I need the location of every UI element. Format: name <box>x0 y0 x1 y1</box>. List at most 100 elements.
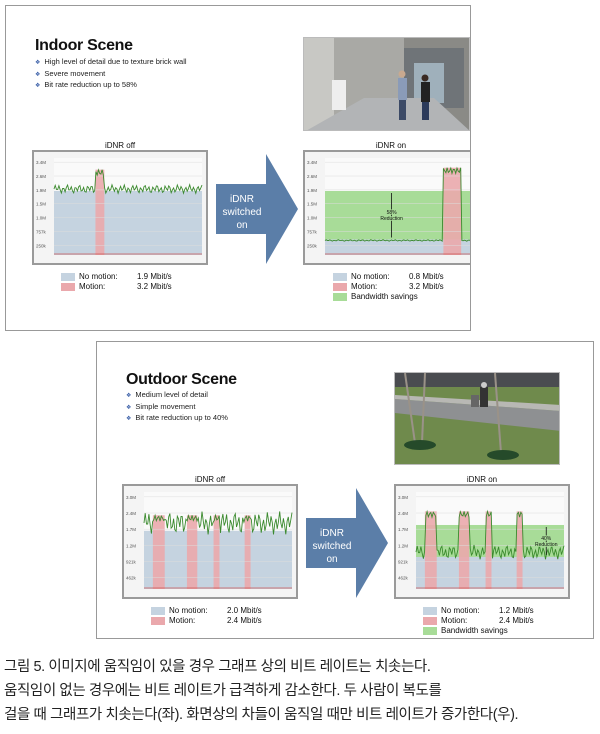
y-tick-label: 462k <box>126 576 137 581</box>
legend-item: Motion:2.4 Mbit/s <box>151 616 262 626</box>
y-tick-label: 1.0M <box>36 216 46 221</box>
y-tick-label: 3.4M <box>36 160 46 165</box>
arrow-text-3: on <box>236 220 248 231</box>
legend-swatch <box>423 617 437 625</box>
arrow-text-2: switched <box>222 207 262 218</box>
chart-title: iDNR off <box>104 141 136 150</box>
chart-title: iDNR on <box>466 475 498 484</box>
reduction-label: 40% <box>541 536 552 542</box>
bullet: Simple movement <box>126 402 228 414</box>
arrow-text-1: iDNR <box>320 528 344 539</box>
y-tick-label: 2.6M <box>307 174 317 179</box>
y-tick-label: 250k <box>36 243 47 248</box>
idnr-switched-on-arrow: iDNR switched on <box>306 488 388 603</box>
legend-item: No motion: 1.9 Mbit/s <box>61 272 172 282</box>
legend-value: 3.2 Mbit/s <box>409 282 444 291</box>
legend-key: Motion: <box>79 282 106 291</box>
arrow-text-2: switched <box>312 541 352 552</box>
legend-item: No motion: 0.8 Mbit/s <box>333 272 444 282</box>
bullet: High level of detail due to texture bric… <box>35 57 186 69</box>
y-tick-label: 1.5M <box>36 202 46 207</box>
motion-interval <box>458 511 470 589</box>
reduction-label: 58% <box>387 210 398 216</box>
bullet: Bit rate reduction up to 40% <box>126 413 228 425</box>
legend-key: Bandwidth savings <box>351 292 418 301</box>
y-tick-label: 921k <box>126 560 137 565</box>
y-tick-label: 3.0M <box>398 495 408 500</box>
legend-key: No motion: <box>441 606 480 615</box>
chart-title: iDNR on <box>375 141 407 150</box>
legend-value: 1.2 Mbit/s <box>499 606 534 615</box>
y-tick-label: 1.9M <box>36 188 46 193</box>
motion-interval <box>213 515 220 589</box>
caption-line: 그림 5. 이미지에 움직임이 있을 경우 그래프 상의 비트 레이트는 치솟는… <box>4 659 431 675</box>
legend-swatch <box>151 617 165 625</box>
y-tick-label: 462k <box>398 576 409 581</box>
y-tick-label: 1.2M <box>398 543 408 548</box>
chart-title: iDNR off <box>194 475 226 484</box>
slide-title: Indoor Scene <box>35 37 133 54</box>
bitrate-line <box>324 166 470 242</box>
legend-item: Motion: 3.2 Mbit/s <box>61 282 172 292</box>
legend-key: Motion: <box>441 616 468 625</box>
y-tick-label: 1.0M <box>307 216 317 221</box>
legend-value: 2.0 Mbit/s <box>227 606 262 615</box>
reduction-label: Reduction <box>380 216 403 222</box>
legend-swatch <box>333 293 347 301</box>
legend-item: Motion: 3.2 Mbit/s <box>333 282 444 292</box>
bullet: Bit rate reduction up to 58% <box>35 80 187 92</box>
motion-interval <box>152 515 165 589</box>
y-tick-label: 2.4M <box>126 511 136 516</box>
legend-value: 3.2 Mbit/s <box>137 282 172 291</box>
y-tick-label: 757k <box>36 229 47 234</box>
outdoor-scene-slide: Outdoor Scene Medium level of detail Sim… <box>96 341 594 639</box>
idnr-switched-on-arrow: iDNR switched on <box>216 154 298 269</box>
legend-key: Bandwidth savings <box>441 626 508 635</box>
figure-caption: 그림 5. 이미지에 움직임이 있을 경우 그래프 상의 비트 레이트는 치솟는… <box>4 655 600 727</box>
legend-swatch <box>61 283 75 291</box>
arrow-text-1: iDNR <box>230 194 254 205</box>
motion-interval <box>244 515 251 589</box>
y-tick-label: 921k <box>398 560 409 565</box>
legend-key: No motion: <box>169 606 208 615</box>
bitrate-line <box>53 168 203 195</box>
legend-value: 0.8 Mbit/s <box>409 272 444 281</box>
caption-line: 움직임이 없는 경우에는 비트 레이트가 급격하게 감소한다. 두 사람이 복도… <box>4 683 442 699</box>
legend-item: Bandwidth savings <box>423 626 534 636</box>
outdoor-street-photo <box>394 372 560 465</box>
motion-interval <box>443 167 462 255</box>
legend-key: No motion: <box>79 272 118 281</box>
reduction-label: Reduction <box>535 542 558 548</box>
motion-interval <box>516 511 523 589</box>
legend-item: Motion:2.4 Mbit/s <box>423 616 534 626</box>
motion-interval <box>95 169 105 255</box>
indoor-corridor-photo <box>303 37 470 131</box>
bitrate-line <box>143 511 293 535</box>
motion-interval <box>485 511 492 589</box>
legend-item: Bandwidth savings <box>333 292 444 302</box>
caption-line: 걸을 때 그래프가 치솟는다(좌). 화면상의 차들이 움직일 때만 비트 레이… <box>4 707 519 723</box>
legend-swatch <box>333 283 347 291</box>
y-tick-label: 1.2M <box>126 543 136 548</box>
no-motion-area <box>325 239 470 255</box>
y-tick-label: 250k <box>307 243 318 248</box>
legend-value: 1.9 Mbit/s <box>137 272 172 281</box>
legend-key: No motion: <box>351 272 390 281</box>
legend-item: No motion: 1.2 Mbit/s <box>423 606 534 616</box>
legend-key: Motion: <box>351 282 378 291</box>
bitrate-line <box>415 509 565 560</box>
legend-swatch <box>423 627 437 635</box>
y-tick-label: 1.9M <box>307 188 317 193</box>
y-tick-label: 1.7M <box>398 527 408 532</box>
legend-key: Motion: <box>169 616 196 625</box>
bullet-list: Medium level of detail Simple movement B… <box>126 390 228 425</box>
y-tick-label: 1.5M <box>307 202 317 207</box>
